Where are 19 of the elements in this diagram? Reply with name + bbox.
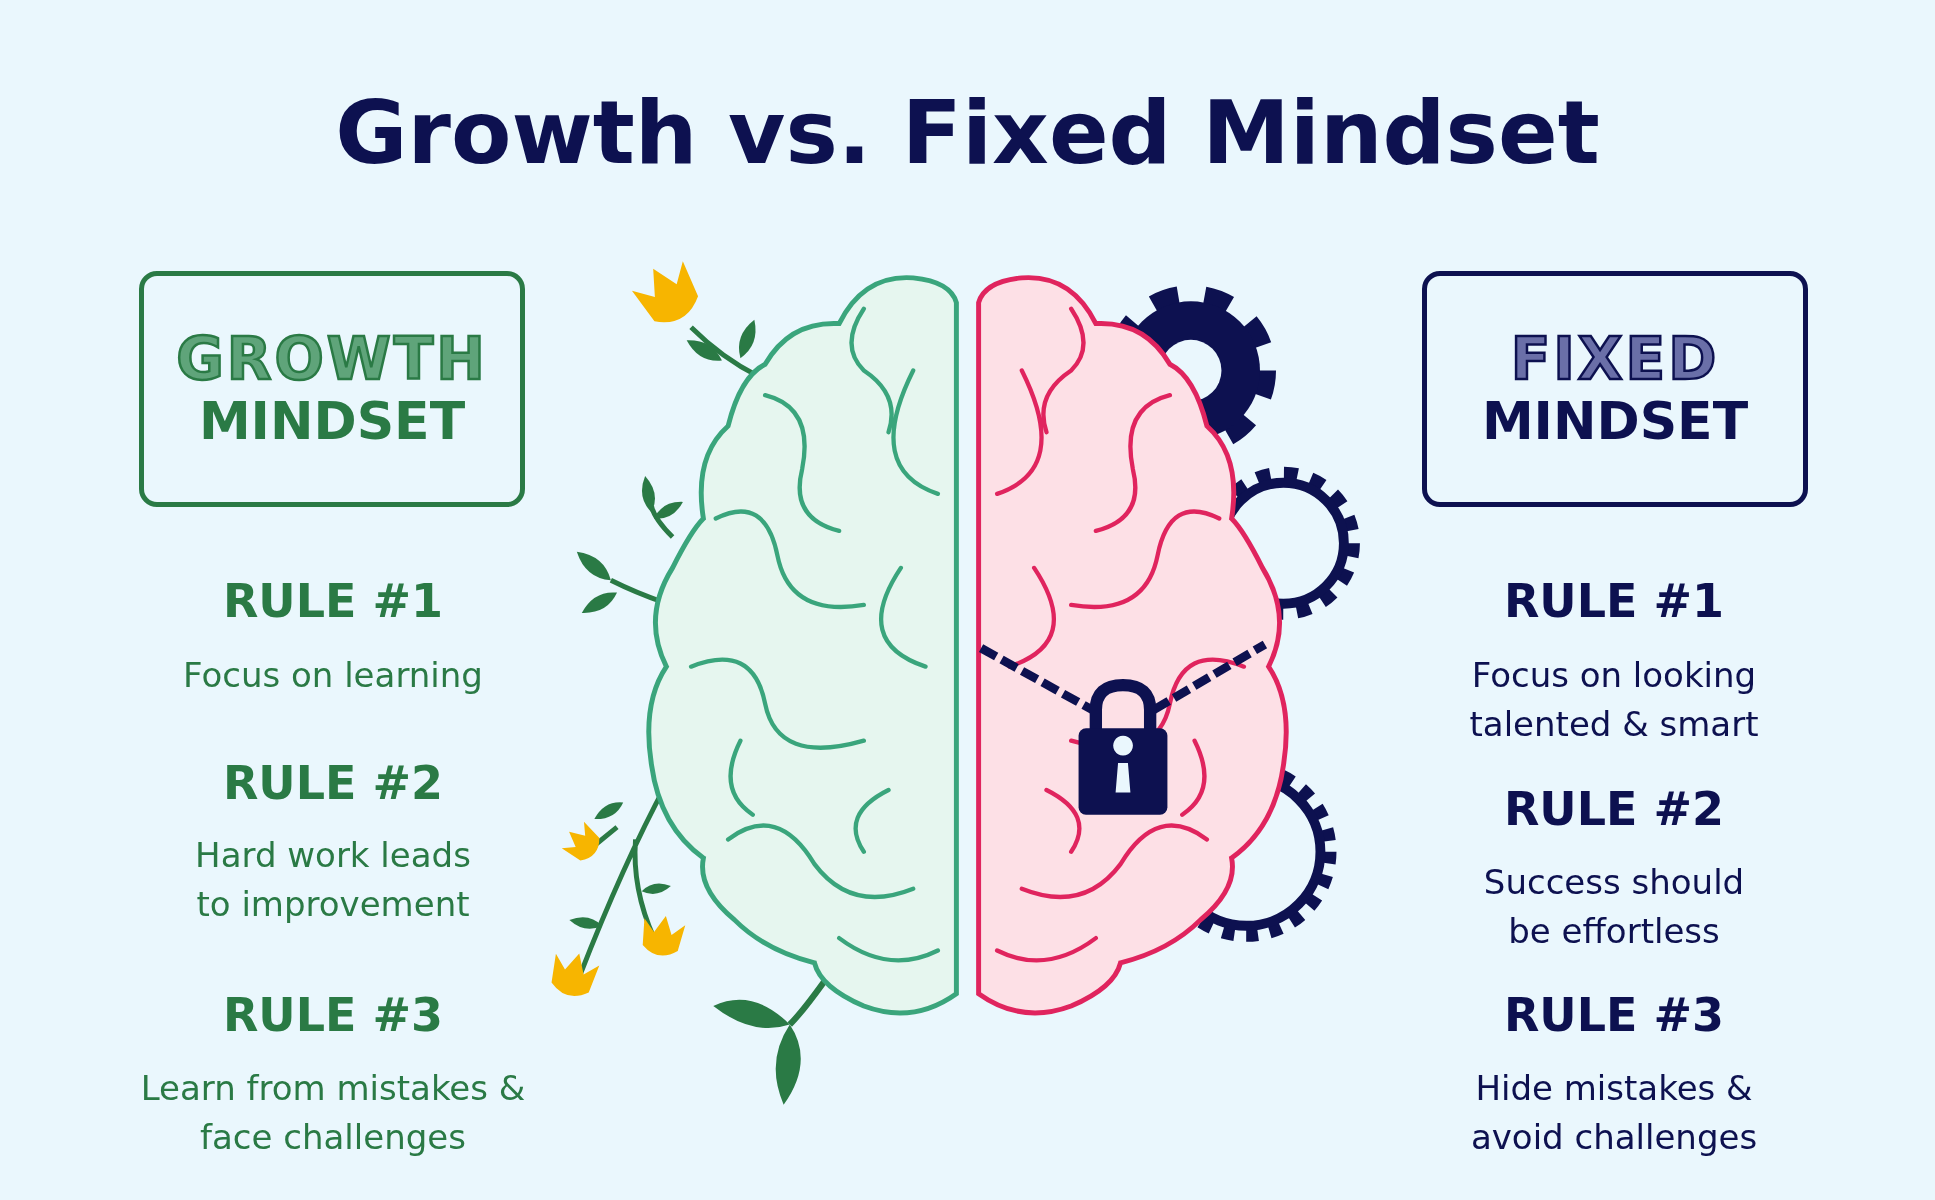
- rule-heading: RULE #1: [1502, 574, 1726, 629]
- rule-heading: RULE #1: [221, 574, 445, 629]
- title: Growth vs. Fixed Mindset: [334, 80, 1601, 186]
- heading-card: [1422, 271, 1808, 507]
- heading-text: MINDSET: [1481, 392, 1749, 453]
- rule-heading: RULE #2: [1502, 782, 1726, 837]
- rule-text: Success should be effortless: [1482, 861, 1746, 953]
- rule-text: Focus on looking talented & smart: [1468, 654, 1760, 746]
- heading-card: [139, 271, 525, 507]
- heading-text: MINDSET: [198, 392, 466, 453]
- heading-text: GROWTH: [176, 325, 488, 393]
- rule-text: Learn from mistakes & face challenges: [139, 1067, 527, 1159]
- rule-text: Focus on learning: [182, 654, 484, 697]
- rule-text: Hard work leads to improvement: [194, 834, 472, 926]
- rule-heading: RULE #3: [1502, 988, 1726, 1043]
- heading-text: FIXED: [1510, 325, 1720, 393]
- rule-text: Hide mistakes & avoid challenges: [1469, 1067, 1759, 1159]
- rule-heading: RULE #3: [221, 988, 445, 1043]
- rule-heading: RULE #2: [221, 756, 445, 811]
